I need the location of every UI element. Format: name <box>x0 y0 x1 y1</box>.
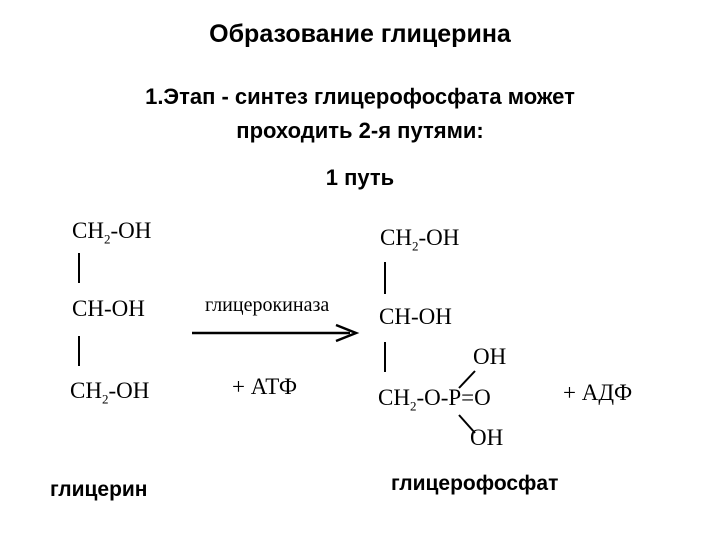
glycerol-row-3-rest: -OH <box>108 378 150 403</box>
atp-cofactor: + АТФ <box>232 374 298 399</box>
stage-description-line-2: проходить 2-я путями: <box>236 118 484 143</box>
glycerol-row-3-ch: CH <box>70 378 102 403</box>
enzyme-label: глицерокиназа <box>205 294 330 316</box>
glycerophosphate-bond-1 <box>384 262 386 294</box>
glycerol-bond-2 <box>78 336 80 366</box>
glycerophosphate-row-2: CH-OH <box>379 304 452 329</box>
glycerophosphate-row-3-ch: CH <box>378 385 410 410</box>
glycerol-row-3: CH2-OH <box>70 378 149 408</box>
glycerophosphate-row-1-subscript: 2 <box>411 238 419 254</box>
glycerol-row-1-rest: -OH <box>110 218 152 243</box>
glycerophosphate-row-3-rest: -O-P=O <box>416 385 491 410</box>
page-title: Образование глицерина <box>209 20 511 48</box>
reactant-name: глицерин <box>50 478 148 501</box>
stage-description-line-1: 1.Этап - синтез глицерофосфата может <box>145 84 575 109</box>
path-label: 1 путь <box>325 165 395 190</box>
product-name: глицерофосфат <box>391 472 559 495</box>
phosphate-oh-top: OH <box>473 344 507 369</box>
reaction-arrow <box>192 323 360 343</box>
glycerophosphate-bond-2 <box>384 342 386 372</box>
stage-description: 1.Этап - синтез глицерофосфата может про… <box>60 80 660 148</box>
adp-cofactor: + АДФ <box>563 380 633 405</box>
phosphate-bond-top <box>458 370 476 389</box>
glycerophosphate-row-1: CH2-OH <box>380 225 459 255</box>
glycerol-row-1-subscript: 2 <box>103 231 111 247</box>
glycerol-bond-1 <box>78 253 80 283</box>
glycerol-row-3-subscript: 2 <box>101 391 109 407</box>
glycerophosphate-row-1-ch: CH <box>380 225 412 250</box>
glycerophosphate-row-3-subscript: 2 <box>409 398 417 414</box>
glycerol-row-1-ch: CH <box>72 218 104 243</box>
phosphate-bond-bottom <box>458 414 476 434</box>
glycerol-row-1: CH2-OH <box>72 218 151 248</box>
glycerol-row-2: CH-OH <box>72 296 145 321</box>
phosphate-oh-bottom: OH <box>470 425 504 450</box>
glycerophosphate-row-3: CH2-O-P=O <box>378 385 491 415</box>
glycerophosphate-row-1-rest: -OH <box>418 225 460 250</box>
